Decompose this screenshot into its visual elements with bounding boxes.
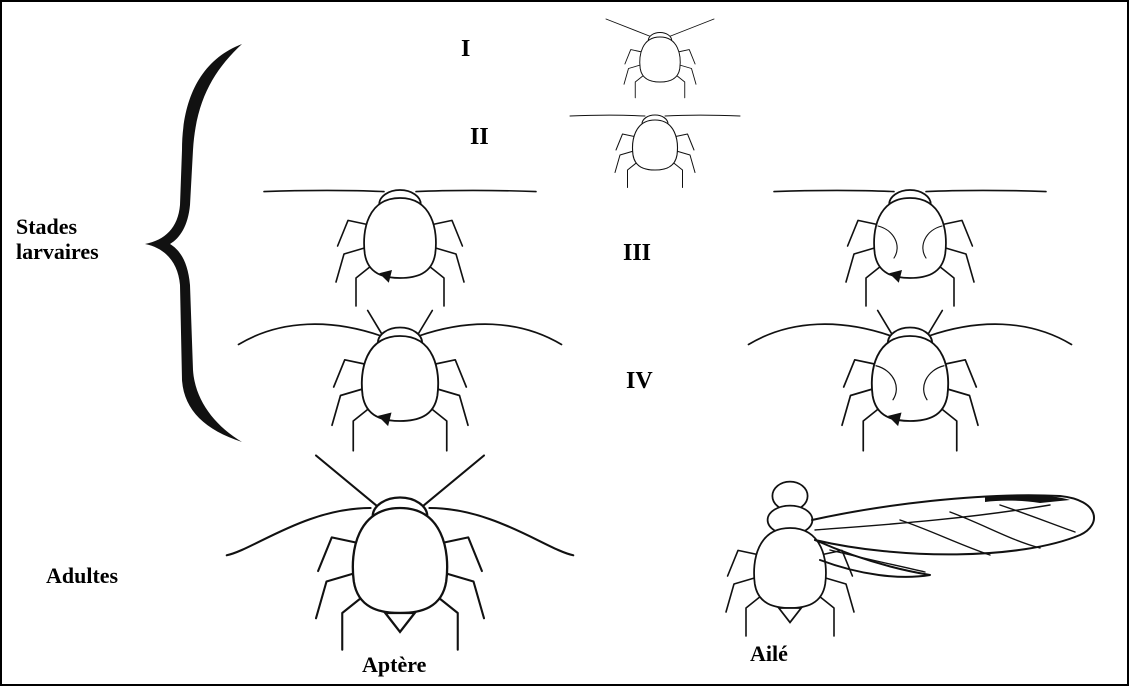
siphunculus-arrow-icon (882, 270, 902, 290)
stage-3-label: III (623, 240, 651, 268)
larva-stage-4-winged (749, 311, 1072, 451)
larva-stage-1 (606, 19, 714, 98)
siphunculus-arrow-icon (372, 270, 392, 290)
larval-stages-label: Stades larvaires (16, 214, 99, 265)
apterous-label: Aptère (362, 652, 426, 677)
stage-1-label: I (461, 36, 470, 64)
stage-2-label: II (470, 124, 489, 152)
siphunculus-arrow-icon (880, 413, 901, 434)
larva-stage-3-apterous (264, 190, 536, 306)
larva-stage-2 (570, 115, 740, 188)
larva-stage-4-apterous (239, 311, 562, 451)
winged-label: Ailé (750, 641, 788, 666)
adult-apterous (227, 456, 574, 650)
siphunculus-arrow-icon (370, 413, 391, 434)
larva-stage-3-winged (774, 190, 1046, 306)
adults-label: Adultes (46, 563, 118, 588)
adult-winged-wing (812, 495, 1094, 577)
adult-winged (726, 482, 854, 636)
stage-4-label: IV (626, 368, 653, 396)
larval-stages-brace (145, 44, 242, 442)
